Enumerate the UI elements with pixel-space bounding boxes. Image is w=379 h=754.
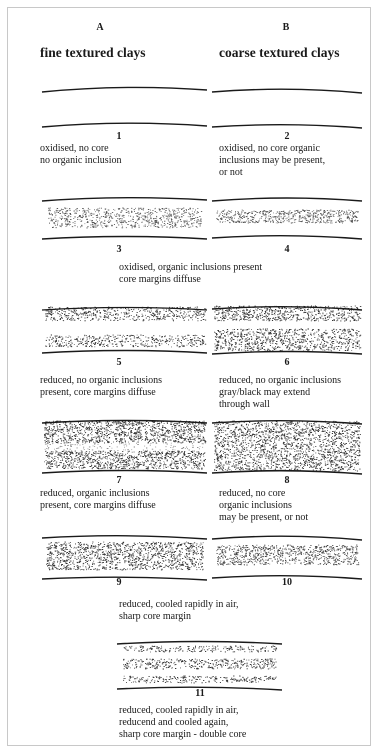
- sherd-2-number: 2: [272, 131, 302, 142]
- column-a-letter: A: [90, 22, 110, 33]
- sherd-1-number: 1: [104, 131, 134, 142]
- sherd-9-diagram: [42, 533, 207, 583]
- sherd-7-diagram: [42, 418, 207, 478]
- column-b-letter: B: [276, 22, 296, 33]
- sherd-11-number: 11: [185, 688, 215, 699]
- column-a-heading: fine textured clays: [40, 45, 145, 61]
- sherd-7-caption: reduced, organic inclusions present, cor…: [40, 488, 156, 512]
- sherd-6-diagram: [212, 303, 362, 358]
- sherd-6-number: 6: [272, 357, 302, 368]
- sherd-3-number: 3: [104, 244, 134, 255]
- row-9-10-caption: reduced, cooled rapidly in air, sharp co…: [119, 599, 239, 623]
- sherd-2-caption: oxidised, no core organic inclusions may…: [219, 143, 325, 179]
- sherd-5-caption: reduced, no organic inclusions present, …: [40, 375, 162, 399]
- sherd-6-caption: reduced, no organic inclusions gray/blac…: [219, 375, 341, 411]
- sherd-1-caption: oxidised, no core no organic inclusion: [40, 143, 121, 167]
- sherd-7-number: 7: [104, 475, 134, 486]
- sherd-10-diagram: [212, 533, 362, 583]
- sherd-3-diagram: [42, 192, 207, 244]
- sherd-11-caption: reduced, cooled rapidly in air, reducend…: [119, 705, 246, 741]
- sherd-10-number: 10: [272, 577, 302, 588]
- sherd-4-diagram: [212, 192, 362, 244]
- sherd-9-number: 9: [104, 577, 134, 588]
- sherd-1-diagram: [42, 82, 207, 137]
- row-3-4-caption: oxidised, organic inclusions present cor…: [119, 262, 262, 286]
- sherd-4-number: 4: [272, 244, 302, 255]
- sherd-8-number: 8: [272, 475, 302, 486]
- sherd-8-diagram: [212, 418, 362, 478]
- sherd-8-caption: reduced, no core organic inclusions may …: [219, 488, 308, 524]
- column-b-heading: coarse textured clays: [219, 45, 339, 61]
- sherd-5-diagram: [42, 303, 207, 358]
- sherd-2-diagram: [212, 82, 362, 137]
- sherd-5-number: 5: [104, 357, 134, 368]
